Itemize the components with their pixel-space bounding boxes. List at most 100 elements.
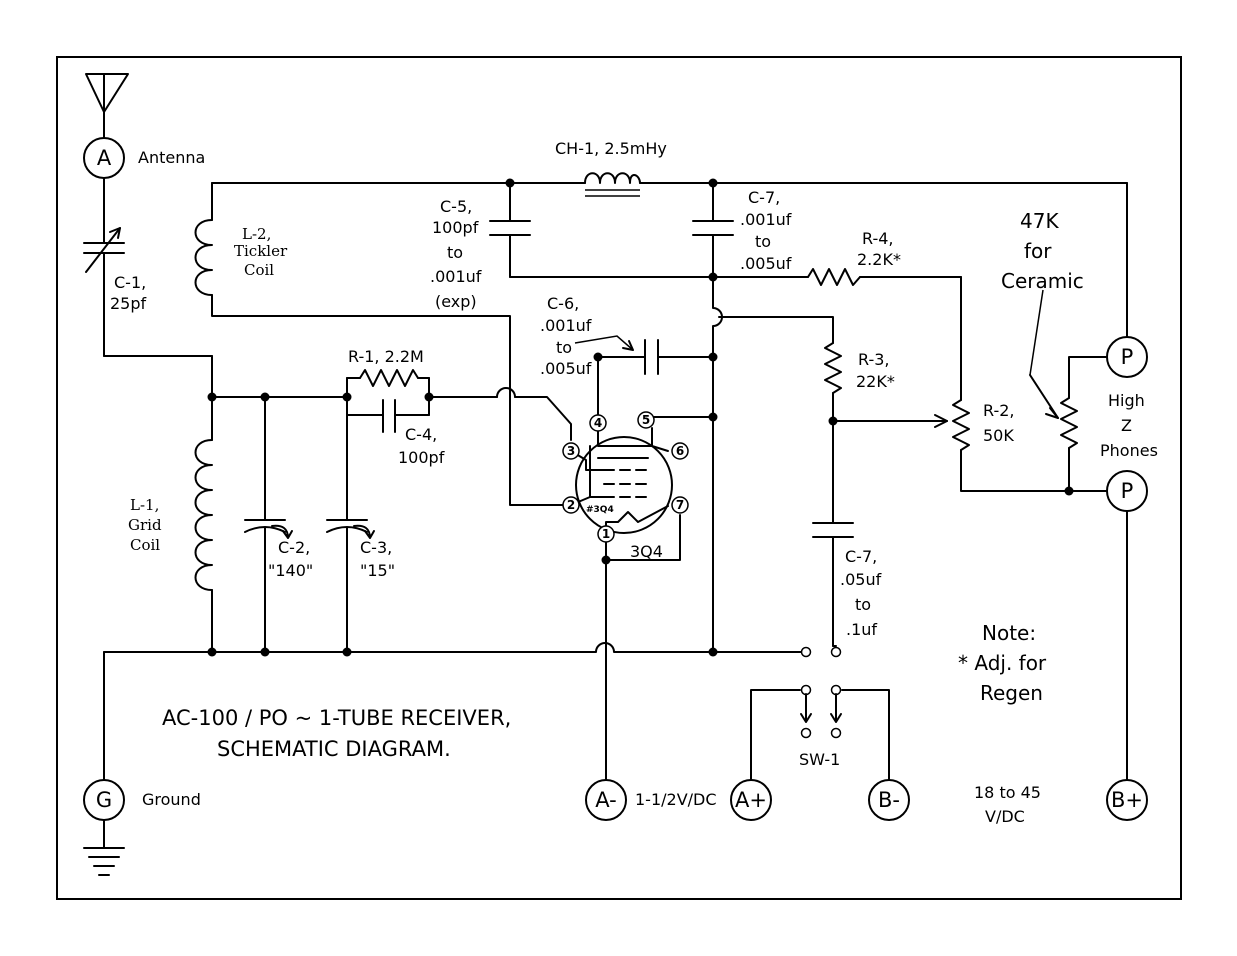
sw-contact-5 bbox=[800, 727, 812, 739]
phones-label: High Z Phones bbox=[1100, 391, 1158, 460]
svg-text:High: High bbox=[1108, 391, 1145, 410]
junction-dots bbox=[207, 178, 1074, 657]
svg-text:to: to bbox=[556, 338, 572, 357]
c6-capacitor bbox=[644, 339, 659, 375]
svg-text:.005uf: .005uf bbox=[540, 359, 592, 378]
tube-pin-2: 2 bbox=[562, 496, 580, 514]
tube-pin-6: 6 bbox=[671, 442, 689, 460]
svg-text:100pf: 100pf bbox=[398, 448, 445, 467]
ceramic-label: 47K for Ceramic bbox=[1001, 209, 1084, 293]
wire-r2-phones bbox=[960, 449, 1107, 492]
c2-label: C-2, "140" bbox=[268, 538, 313, 580]
c7-top-capacitor bbox=[692, 220, 734, 236]
svg-text:C-4,: C-4, bbox=[405, 425, 437, 444]
wire-l2-to-pin2 bbox=[211, 294, 572, 506]
tube-mark-label: #3Q4 bbox=[586, 505, 614, 515]
l2-label: L-2, Tickler Coil bbox=[234, 225, 288, 279]
wire-filament-bus bbox=[605, 514, 681, 561]
svg-text:.005uf: .005uf bbox=[740, 254, 792, 273]
diagram-border bbox=[56, 56, 1182, 900]
wire-pin4-c6 bbox=[597, 356, 646, 421]
svg-text:22K*: 22K* bbox=[856, 372, 895, 391]
c2-variable-capacitor bbox=[244, 519, 293, 539]
sw-contact-1 bbox=[800, 646, 812, 658]
tube-pin-4-label: 4 bbox=[594, 416, 602, 430]
tube-pin-5: 5 bbox=[637, 411, 655, 429]
c5-capacitor bbox=[489, 220, 531, 236]
wire-a-plus bbox=[750, 689, 801, 780]
phones-terminal-top: P bbox=[1106, 336, 1148, 378]
c4-label: C-4, 100pf bbox=[398, 425, 445, 467]
svg-text:Coil: Coil bbox=[130, 536, 160, 554]
tube-3q4 bbox=[570, 427, 673, 536]
b-plus-terminal-letter: B+ bbox=[1111, 788, 1143, 812]
note-label: Note: * Adj. for Regen bbox=[958, 621, 1047, 705]
a-minus-terminal: A- bbox=[585, 779, 627, 821]
phones-terminal-top-letter: P bbox=[1121, 345, 1134, 369]
a-minus-terminal-letter: A- bbox=[595, 788, 616, 812]
a-minus-voltage-label: 1-1/2V/DC bbox=[635, 790, 717, 809]
l2-tickler-coil bbox=[194, 219, 213, 296]
antenna-terminal: A bbox=[83, 137, 125, 179]
tube-pin-5-label: 5 bbox=[642, 413, 650, 427]
tube-pin-1-label: 1 bbox=[602, 527, 610, 541]
svg-text:Z: Z bbox=[1121, 416, 1132, 435]
b-voltage-label: 18 to 45 V/DC bbox=[974, 783, 1041, 826]
svg-text:to: to bbox=[755, 232, 771, 251]
ground-terminal-letter: G bbox=[96, 788, 112, 812]
svg-text:to: to bbox=[447, 243, 463, 262]
svg-text:R-4,: R-4, bbox=[862, 229, 894, 248]
l1-label: L-1, Grid Coil bbox=[128, 496, 162, 554]
b-minus-terminal-letter: B- bbox=[878, 788, 900, 812]
sw1-label: SW-1 bbox=[799, 750, 840, 769]
svg-text:L-1,: L-1, bbox=[130, 496, 159, 514]
tube-pin-7: 7 bbox=[671, 496, 689, 514]
tube-pin-6-label: 6 bbox=[676, 444, 684, 458]
ch1-choke bbox=[584, 172, 641, 184]
wire-crossover-hop1 bbox=[496, 387, 516, 398]
ch1-label: CH-1, 2.5mHy bbox=[555, 139, 667, 158]
c6-leader bbox=[574, 335, 634, 351]
svg-text:AC-100 / PO ~ 1-TUBE RECEIVER,: AC-100 / PO ~ 1-TUBE RECEIVER, bbox=[162, 706, 511, 730]
svg-text:V/DC: V/DC bbox=[985, 807, 1025, 826]
wire-plate-vertical bbox=[712, 234, 723, 653]
tube-pin-2-label: 2 bbox=[567, 498, 575, 512]
r4-label: R-4, 2.2K* bbox=[857, 229, 901, 269]
c6-label: C-6, .001uf to .005uf bbox=[540, 294, 592, 378]
svg-text:.001uf: .001uf bbox=[430, 267, 482, 286]
wire-b-minus bbox=[841, 689, 890, 780]
svg-text:C-5,: C-5, bbox=[440, 197, 472, 216]
c1-label: C-1, 25pf bbox=[110, 273, 147, 313]
svg-text:Phones: Phones bbox=[1100, 441, 1158, 460]
wire-grid-to-pin3 bbox=[514, 396, 572, 441]
svg-text:Note:: Note: bbox=[982, 621, 1036, 645]
svg-text:* Adj. for: * Adj. for bbox=[958, 651, 1047, 675]
svg-text:25pf: 25pf bbox=[110, 294, 147, 313]
c7-top-label: C-7, .001uf to .005uf bbox=[740, 188, 792, 273]
svg-text:C-7,: C-7, bbox=[845, 547, 877, 566]
a-plus-terminal-letter: A+ bbox=[735, 788, 767, 812]
tube-type-label: 3Q4 bbox=[630, 542, 663, 561]
tube-pin-7-label: 7 bbox=[676, 498, 684, 512]
tube-pin-3: 3 bbox=[562, 442, 580, 460]
c3-variable-capacitor bbox=[326, 519, 375, 539]
ground-symbol bbox=[83, 847, 125, 876]
c6-leader-arrow bbox=[622, 340, 634, 351]
a-plus-terminal: A+ bbox=[730, 779, 772, 821]
wire-phones-pot bbox=[1068, 356, 1107, 399]
l1-grid-coil bbox=[194, 439, 213, 591]
r3-resistor bbox=[824, 342, 842, 394]
svg-text:L-2,: L-2, bbox=[242, 225, 271, 243]
sw-arrow-right bbox=[830, 693, 842, 723]
svg-text:.001uf: .001uf bbox=[740, 210, 792, 229]
svg-text:47K: 47K bbox=[1020, 209, 1059, 233]
ceramic-pot-arrow bbox=[1045, 407, 1059, 419]
svg-text:Tickler: Tickler bbox=[234, 242, 288, 260]
svg-text:Grid: Grid bbox=[128, 516, 162, 534]
c7-bottom-capacitor bbox=[812, 522, 854, 538]
phones-terminal-bottom: P bbox=[1106, 470, 1148, 512]
svg-text:(exp): (exp) bbox=[435, 292, 477, 311]
svg-text:C-6,: C-6, bbox=[547, 294, 579, 313]
